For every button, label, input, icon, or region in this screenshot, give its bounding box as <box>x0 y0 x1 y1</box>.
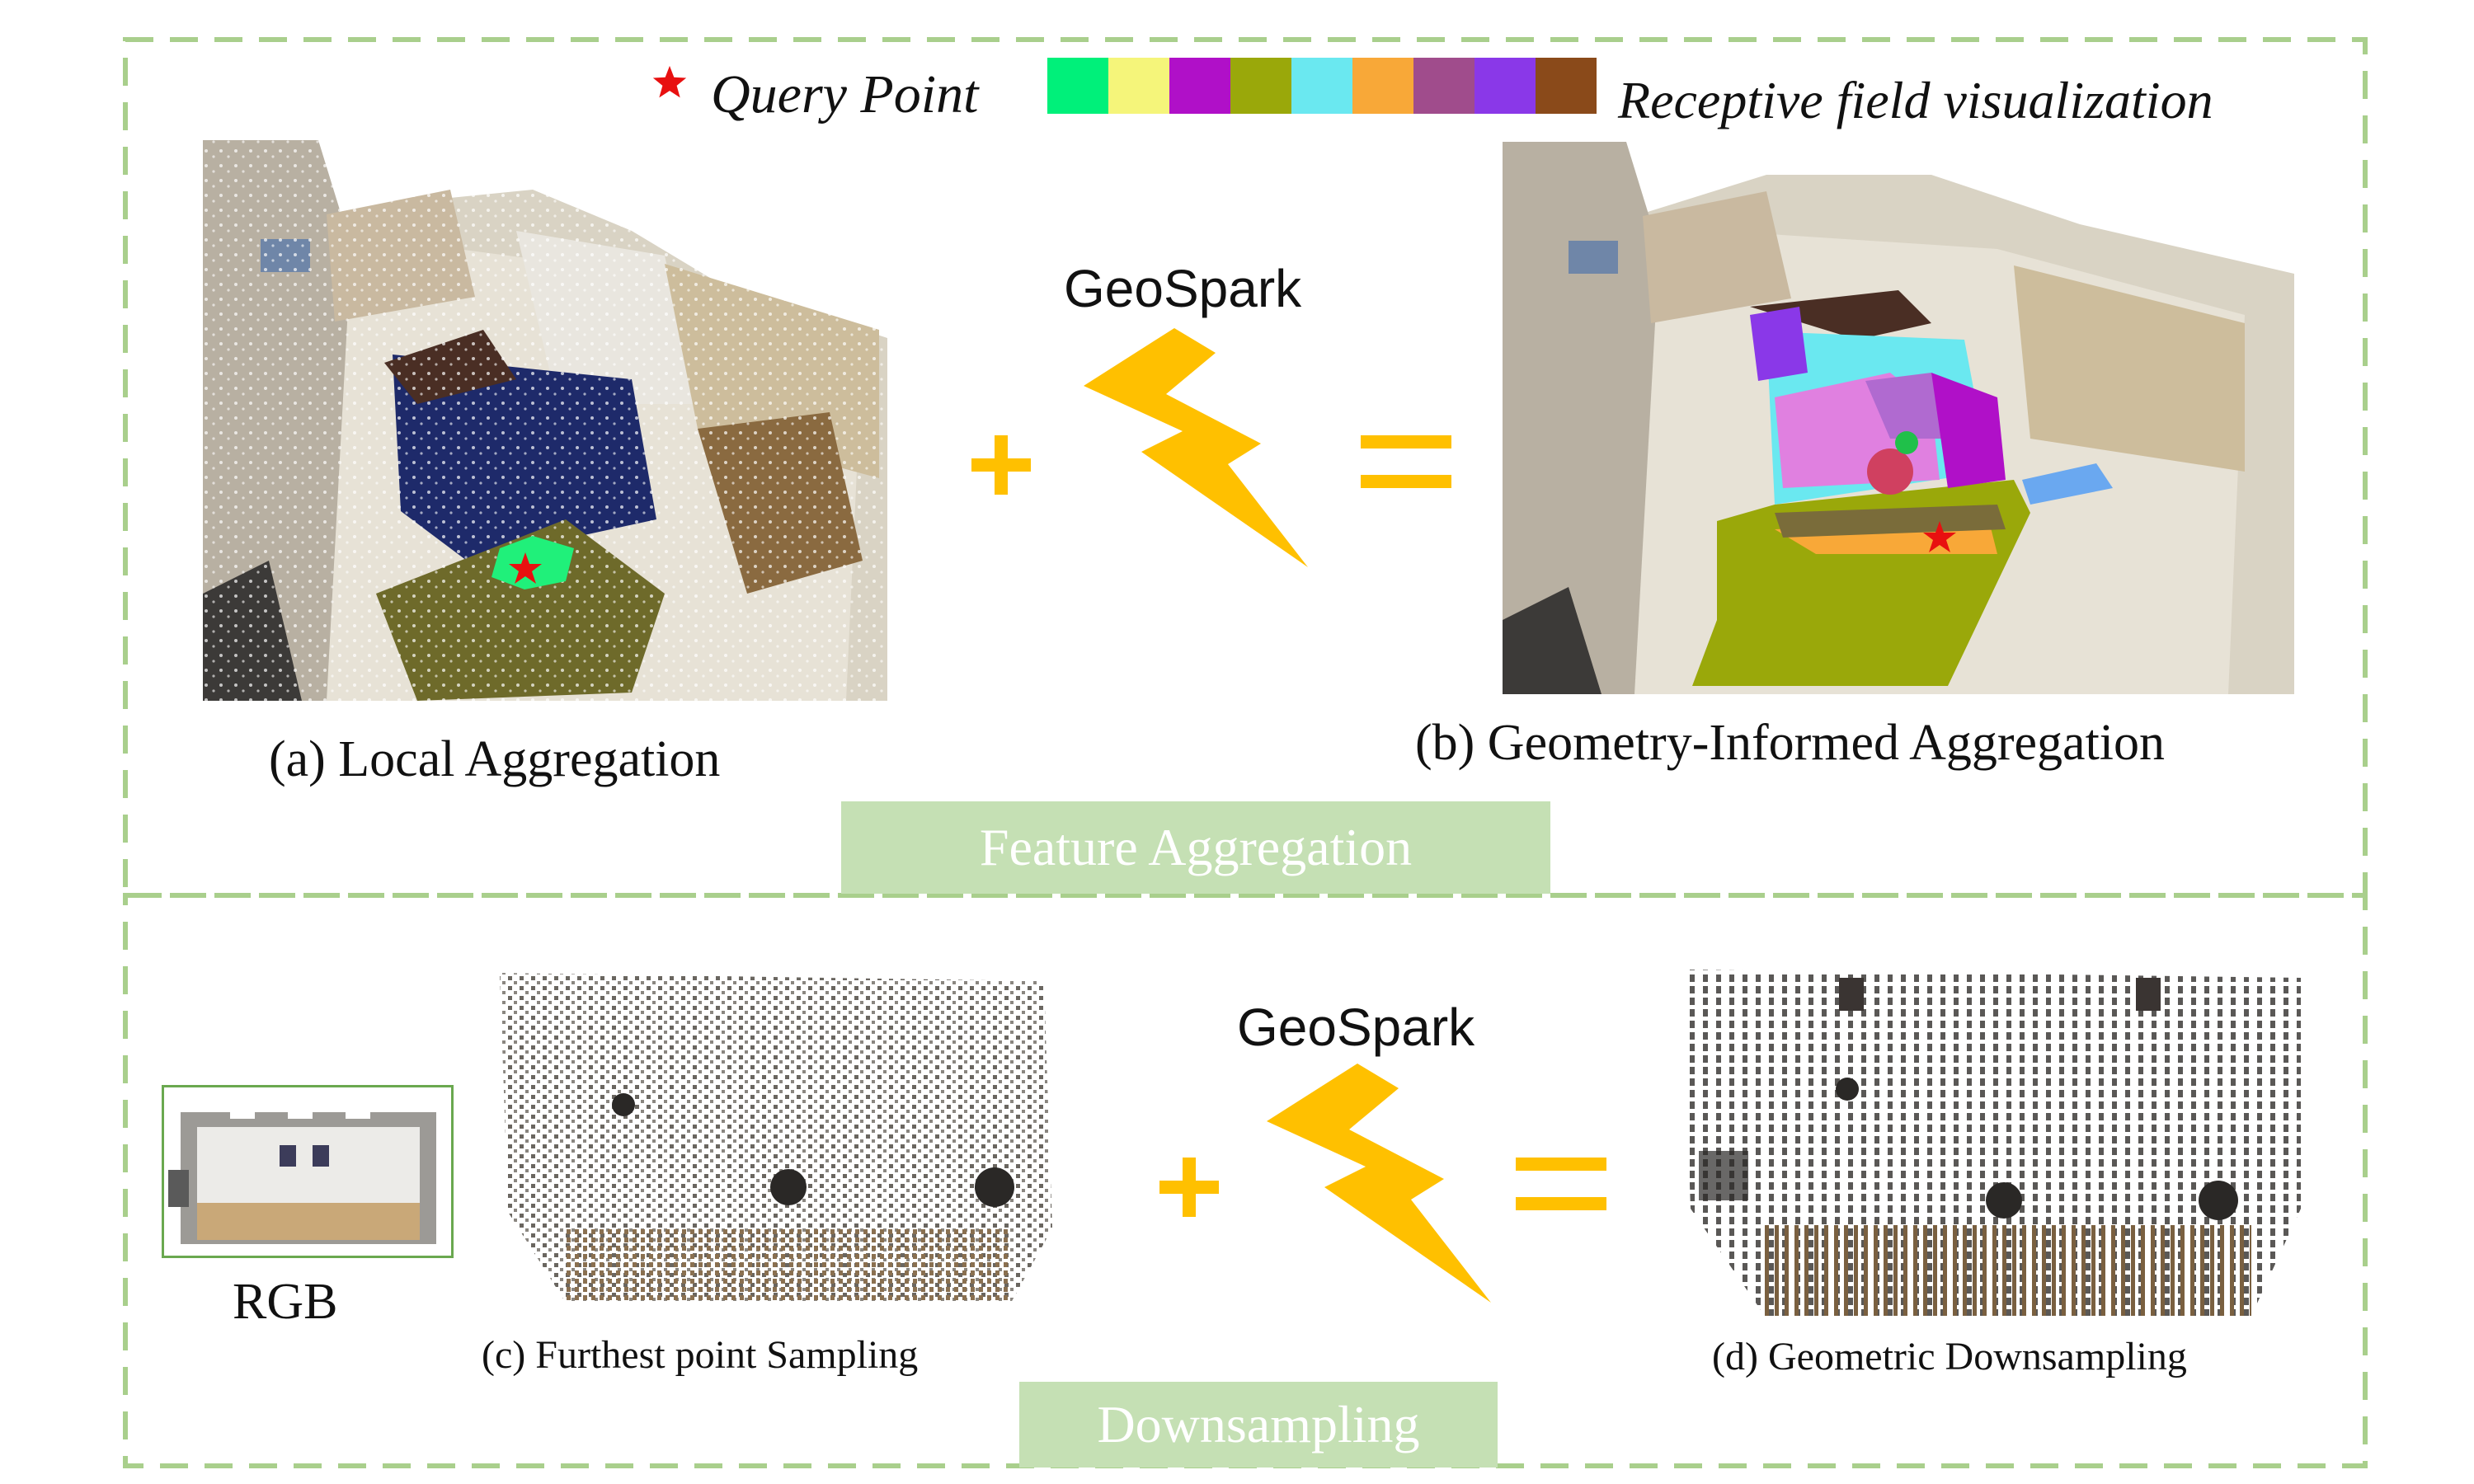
top-section-frame <box>123 37 2368 898</box>
legend-swatch-4 <box>1230 58 1291 114</box>
top-geospark-label: GeoSpark <box>1064 259 1302 318</box>
geometric-downsampling-cloud-image <box>1674 961 2309 1324</box>
local-aggregation-caption: (a) Local Aggregation <box>269 731 721 787</box>
legend-swatch-7 <box>1413 58 1475 114</box>
equals-icon <box>1361 435 1451 488</box>
legend-swatch-1 <box>1047 58 1108 114</box>
rgb-thumbnail <box>162 1085 454 1258</box>
legend-swatch-9 <box>1536 58 1597 114</box>
downsampling-banner: Downsampling <box>1019 1382 1498 1468</box>
lightning-icon <box>1267 1064 1491 1303</box>
legend-swatch-3 <box>1169 58 1230 114</box>
legend: Query Point Receptive field visualizatio… <box>0 0 2474 132</box>
geometry-informed-aggregation-caption: (b) Geometry-Informed Aggregation <box>1415 715 2166 771</box>
lightning-icon <box>1084 328 1308 567</box>
local-aggregation-scene-image <box>203 132 887 701</box>
star-icon <box>652 65 687 98</box>
legend-swatch-2 <box>1108 58 1169 114</box>
plus-icon <box>971 435 1031 495</box>
receptive-field-label: Receptive field visualization <box>1618 71 2213 129</box>
geometry-informed-scene-image <box>1503 125 2294 694</box>
legend-swatch-6 <box>1352 58 1413 114</box>
equals-icon <box>1516 1158 1606 1210</box>
bottom-geospark-label: GeoSpark <box>1237 998 1475 1057</box>
geometric-downsampling-caption: (d) Geometric Downsampling <box>1712 1335 2187 1378</box>
plus-icon <box>1159 1158 1219 1217</box>
legend-swatch-8 <box>1475 58 1536 114</box>
rgb-label: RGB <box>233 1274 338 1330</box>
furthest-point-sampling-caption: (c) Furthest point Sampling <box>482 1333 919 1377</box>
legend-swatch-5 <box>1291 58 1352 114</box>
furthest-point-sampling-cloud-image <box>483 965 1061 1319</box>
query-point-label: Query Point <box>711 64 979 124</box>
feature-aggregation-banner: Feature Aggregation <box>841 801 1550 894</box>
